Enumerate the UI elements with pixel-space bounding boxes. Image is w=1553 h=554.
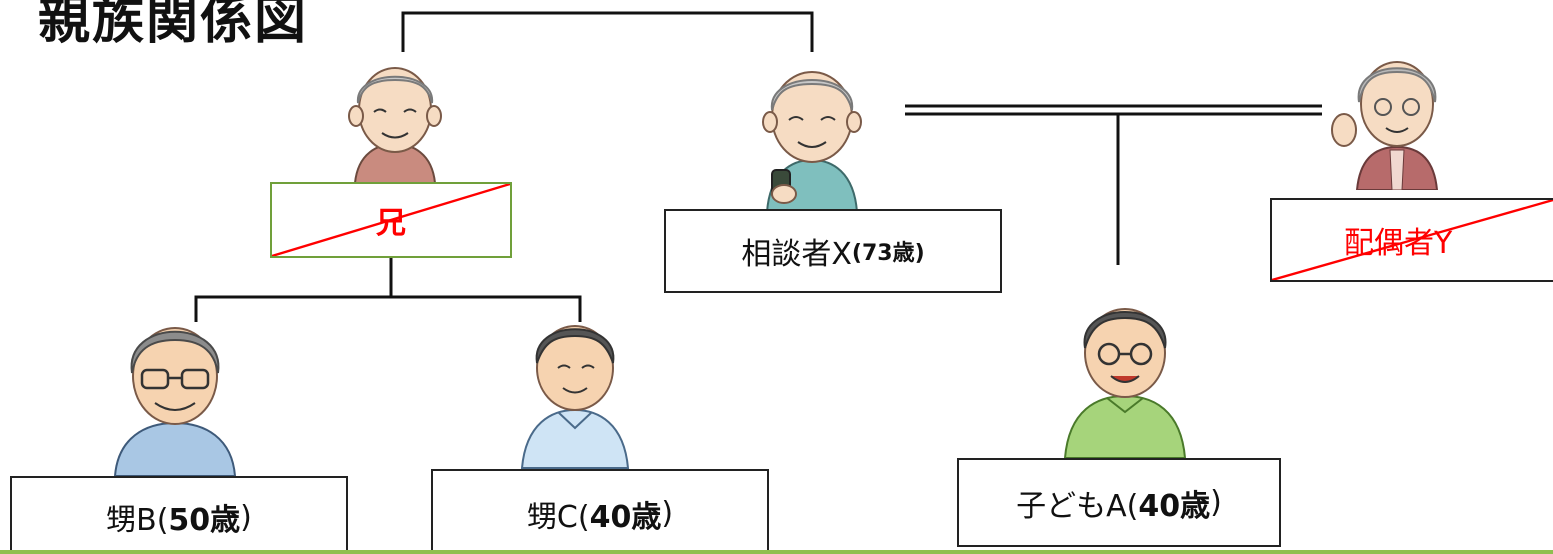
child-a-label-close: ) — [1210, 485, 1222, 520]
brother-label-text: 兄 — [376, 206, 406, 241]
nephew-b-label-age: 50歳 — [168, 503, 241, 538]
consultant-figure-icon — [762, 71, 862, 212]
spouse-label-text: 配偶者Y — [1344, 226, 1453, 261]
nephew-b-figure-icon — [113, 327, 237, 476]
nephew-b-label-close: ) — [240, 499, 252, 535]
nephew-c-label-age: 40歳 — [589, 499, 662, 535]
child-a-figure-icon — [1063, 308, 1187, 458]
nephews-connector — [194, 295, 582, 322]
consultant-label: 相談者X (73歳) — [664, 209, 1002, 293]
nephew-c-label: 甥C( 40歳 ) — [431, 469, 769, 554]
nephew-c-figure-icon — [520, 325, 630, 469]
nephew-b-label: 甥B( 50歳 ) — [10, 476, 348, 554]
diagram-title: 親族関係図 — [38, 0, 309, 51]
consultant-label-age: (73歳) — [851, 241, 925, 266]
nephew-c-label-close: ) — [661, 496, 674, 531]
brother-figure-icon — [348, 67, 442, 183]
child-a-label-age: 40歳 — [1138, 488, 1211, 524]
child-a-label-name: 子どもA( — [1016, 488, 1139, 524]
spouse-label: 配偶者Y — [1270, 198, 1553, 282]
bottom-rule — [0, 550, 1553, 554]
nephew-b-label-name: 甥B( — [106, 503, 169, 538]
spouse-figure-icon — [1331, 61, 1439, 190]
nephew-c-label-name: 甥C( — [526, 499, 590, 535]
consultant-label-name: 相談者X — [741, 237, 852, 272]
brother-label: 兄 — [270, 182, 512, 258]
child-a-label: 子どもA( 40歳 ) — [957, 458, 1281, 547]
sibling-connector — [401, 11, 814, 52]
